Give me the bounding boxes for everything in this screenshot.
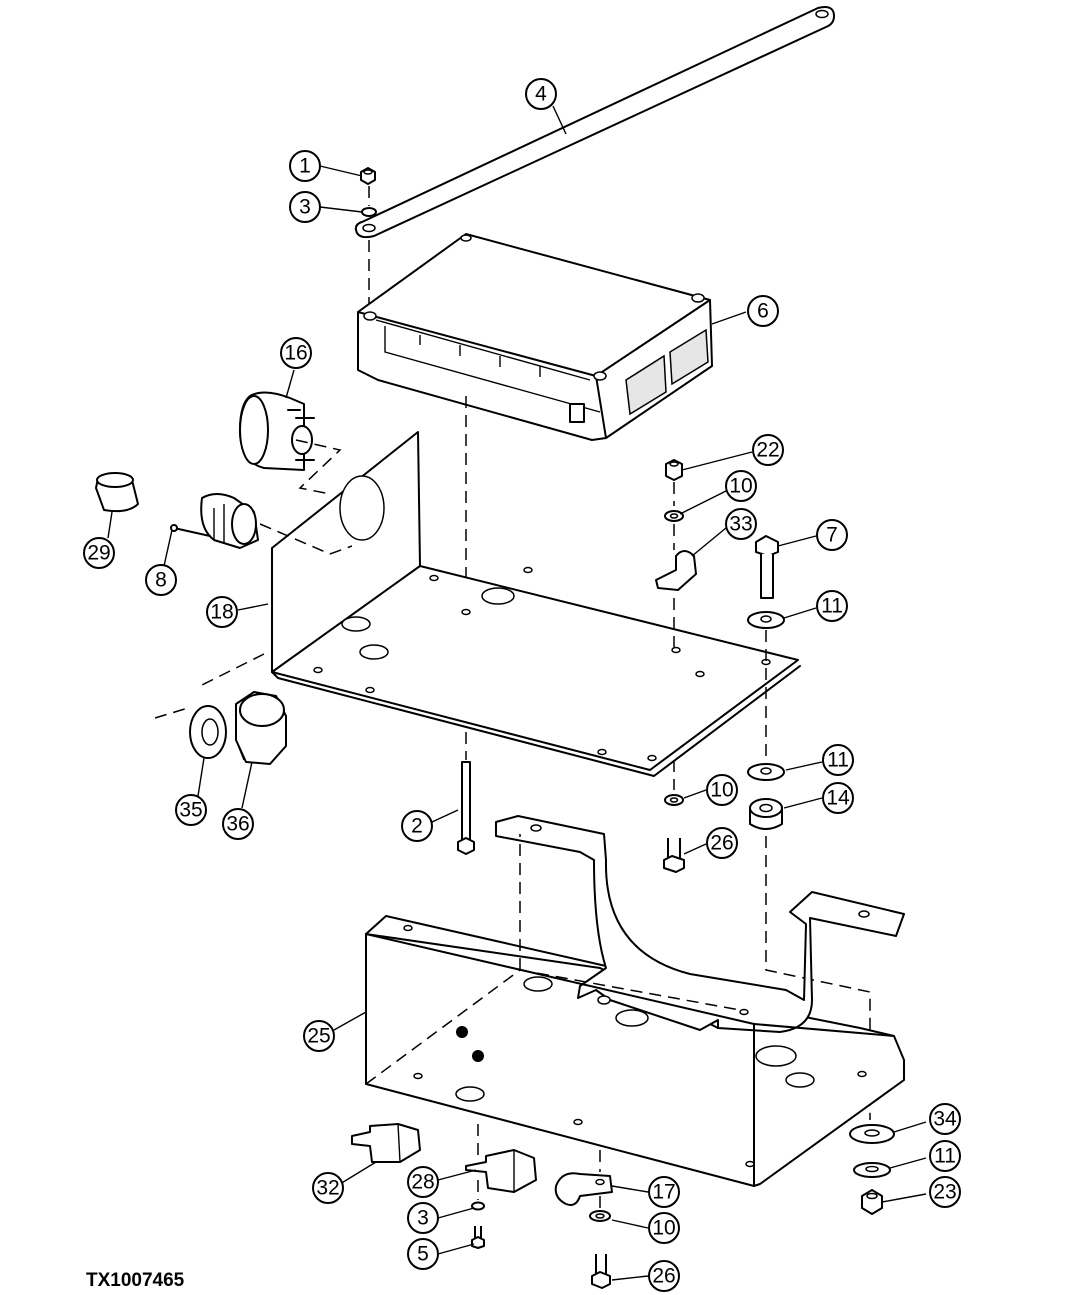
clip-part	[465, 1149, 537, 1193]
callout-label: 26	[652, 1265, 675, 1288]
callout-label: 18	[210, 601, 233, 624]
callout-label: 10	[652, 1217, 675, 1240]
washer-part	[849, 1124, 895, 1144]
callout-label: 22	[756, 439, 779, 462]
bolt-part	[457, 761, 475, 855]
clamp-part	[655, 550, 697, 591]
leader-lines	[107, 105, 927, 1281]
callout-label: 8	[155, 569, 167, 592]
callout-label: 29	[87, 542, 110, 565]
callout-label: 36	[226, 813, 249, 836]
washer-part	[189, 705, 227, 759]
callout-22: 22	[752, 434, 784, 466]
callout-label: 32	[316, 1177, 339, 1200]
callout-1: 1	[289, 150, 321, 182]
base-bracket-part	[365, 815, 905, 1187]
callout-label: 3	[299, 196, 311, 219]
callout-5: 5	[407, 1238, 439, 1270]
callout-25: 25	[303, 1020, 335, 1052]
connector-part	[239, 391, 315, 471]
callout-label: 2	[411, 815, 423, 838]
callout-28: 28	[407, 1166, 439, 1198]
callout-36: 36	[222, 808, 254, 840]
callout-label: 14	[826, 787, 850, 810]
controller-part	[357, 233, 713, 441]
callout-7: 7	[816, 519, 848, 551]
screw-part	[591, 1254, 611, 1289]
callout-10: 10	[706, 774, 738, 806]
callout-2: 2	[401, 810, 433, 842]
callout-label: 10	[710, 779, 733, 802]
clamp-part	[554, 1172, 613, 1206]
callout-label: 11	[934, 1145, 956, 1168]
washer-part	[361, 207, 377, 217]
callout-label: 25	[307, 1025, 330, 1048]
screw-part	[471, 1226, 485, 1249]
strap-part	[354, 6, 835, 239]
screw-part	[663, 838, 685, 873]
callout-34: 34	[929, 1103, 961, 1135]
callout-label: 11	[821, 595, 843, 618]
callout-label: 28	[411, 1171, 434, 1194]
callout-8: 8	[145, 564, 177, 596]
callout-label: 10	[729, 475, 752, 498]
callout-label: 23	[933, 1181, 956, 1204]
callout-32: 32	[312, 1172, 344, 1204]
callout-33: 33	[725, 508, 757, 540]
nut-part	[235, 691, 287, 765]
cap-part	[95, 472, 139, 513]
callout-35: 35	[175, 794, 207, 826]
callout-26: 26	[706, 827, 738, 859]
callout-23: 23	[929, 1176, 961, 1208]
callout-label: 16	[284, 342, 307, 365]
callout-16: 16	[280, 337, 312, 369]
callout-11: 11	[822, 744, 854, 776]
grommet-part	[749, 798, 783, 830]
callout-label: 11	[827, 749, 849, 772]
callout-18: 18	[206, 596, 238, 628]
callout-3: 3	[289, 191, 321, 223]
callout-6: 6	[747, 295, 779, 327]
callout-label: 5	[417, 1243, 429, 1266]
callout-14: 14	[822, 782, 854, 814]
callout-label: 34	[933, 1108, 957, 1131]
callout-10: 10	[648, 1212, 680, 1244]
nut-part	[360, 167, 376, 185]
nut-part	[861, 1189, 883, 1215]
callout-label: 4	[535, 83, 547, 106]
nut-part	[665, 459, 683, 481]
callout-4: 4	[525, 78, 557, 110]
bolt-part	[755, 535, 779, 599]
callout-label: 26	[710, 832, 733, 855]
callout-26: 26	[648, 1260, 680, 1292]
callout-10: 10	[725, 470, 757, 502]
callout-17: 17	[648, 1176, 680, 1208]
callout-label: 35	[179, 799, 202, 822]
washer-part	[853, 1162, 891, 1178]
callout-label: 3	[417, 1207, 429, 1230]
mounting-plate-part	[271, 431, 801, 777]
callout-11: 11	[929, 1140, 961, 1172]
callout-label: 6	[757, 300, 769, 323]
figure-id-label: TX1007465	[86, 1270, 185, 1291]
callout-3: 3	[407, 1202, 439, 1234]
callout-label: 17	[652, 1181, 675, 1204]
callout-label: 33	[729, 513, 752, 536]
receptacle-part	[170, 493, 259, 549]
callout-29: 29	[83, 537, 115, 569]
clip-part	[351, 1123, 421, 1163]
callout-label: 1	[299, 155, 311, 178]
washer-part	[471, 1201, 485, 1211]
callout-label: 7	[826, 524, 838, 547]
callout-11: 11	[816, 590, 848, 622]
